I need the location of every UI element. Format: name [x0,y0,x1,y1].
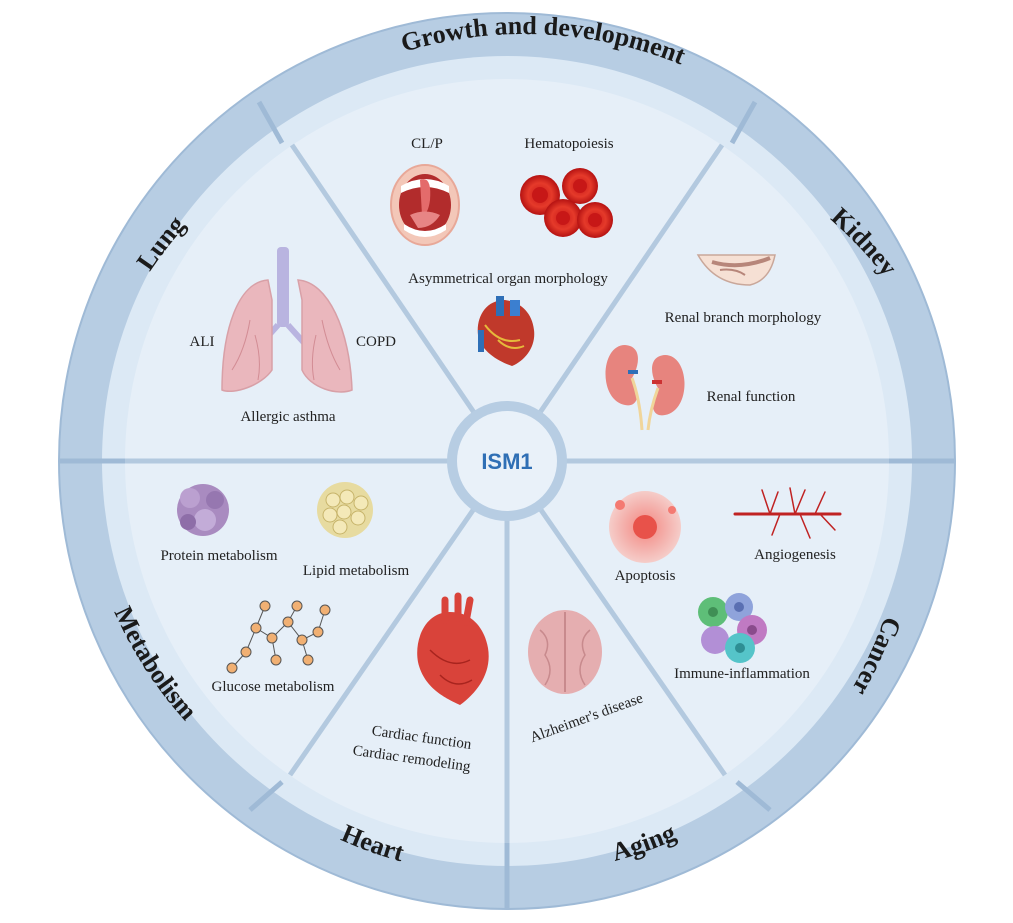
immune-cells-icon [698,593,767,663]
label-apoptosis: Apoptosis [615,568,676,584]
label-protein-metabolism: Protein metabolism [160,548,277,564]
glucose-chain-icon [226,600,331,674]
label-asymmetrical-organ-morphology: Asymmetrical organ morphology [408,271,608,287]
heart-anatomy-icon [477,296,535,366]
label-clp: CL/P [411,136,443,152]
center-label: ISM1 [481,449,532,474]
label-ali: ALI [190,334,215,350]
brain-icon [528,610,602,694]
renal-branch-icon [696,254,776,286]
label-lipid-metabolism: Lipid metabolism [303,563,410,579]
heart-icon [417,592,489,705]
label-hematopoiesis: Hematopoiesis [524,136,613,152]
label-immune-inflammation: Immune-inflammation [674,666,810,682]
blood-vessels-icon [733,487,842,539]
label-angiogenesis: Angiogenesis [754,547,836,563]
open-mouth-icon [390,164,460,246]
center-hub [457,411,557,511]
lungs-icon [221,247,353,393]
band-dividers [59,100,955,909]
label-glucose-metabolism: Glucose metabolism [212,679,335,695]
label-renal-branch-morphology: Renal branch morphology [665,310,822,326]
label-allergic-asthma: Allergic asthma [240,409,335,425]
red-blood-cells-icon [520,168,613,238]
kidneys-icon [605,345,685,431]
apoptotic-cell-icon [609,491,681,563]
fat-cells-icon [317,482,373,538]
sector-dividers [125,143,889,843]
label-copd: COPD [356,334,396,350]
label-renal-function: Renal function [707,389,796,405]
protein-cluster-icon [177,484,229,536]
